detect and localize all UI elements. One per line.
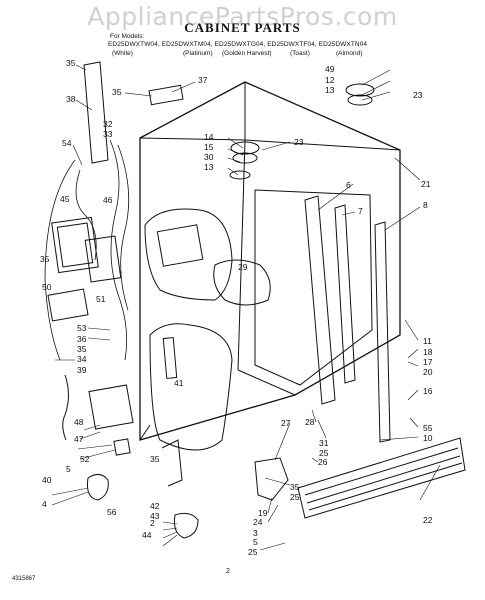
callout-label: 19 — [258, 508, 268, 518]
callout-label: 30 — [204, 152, 214, 162]
part-number: 4315867 — [12, 576, 36, 582]
callout-label: 43 — [150, 511, 160, 521]
callout-label: 55 — [423, 423, 433, 433]
callout-label: 25 — [319, 448, 329, 458]
upper-hinges — [148, 83, 375, 180]
callout-label: 52 — [80, 454, 90, 464]
for-models-label: For Models: — [110, 33, 145, 40]
callout-label: 39 — [77, 365, 87, 375]
callout-label: 2 — [150, 518, 155, 528]
callout-label: 29 — [238, 262, 248, 272]
callout-label: 35 — [66, 58, 76, 68]
callout-label: 12 — [325, 75, 335, 85]
callout-label: 25 — [290, 492, 300, 502]
callout-label: 35 — [77, 344, 87, 354]
callout-label: 22 — [423, 515, 433, 525]
callout-label: 17 — [423, 357, 433, 367]
callout-label: 13 — [325, 85, 335, 95]
callout-label: 16 — [423, 386, 433, 396]
callout-label: 35 — [150, 454, 160, 464]
watermark: AppliancePartsPros.com — [87, 2, 398, 31]
callout-label: 45 — [60, 194, 70, 204]
callout-label: 5 — [66, 464, 71, 474]
color-platinum: (Platinum) — [183, 50, 213, 57]
wiring-harness — [44, 139, 130, 361]
callout-label: 33 — [103, 129, 113, 139]
color-toast: (Toast) — [290, 50, 310, 57]
callout-label: 3 — [253, 528, 258, 538]
callout-label: 51 — [96, 294, 106, 304]
callout-label: 44 — [142, 530, 152, 540]
callout-label: 37 — [198, 75, 208, 85]
callout-label: 14 — [204, 132, 214, 142]
color-golden-harvest: (Golden Harvest) — [222, 50, 272, 57]
callout-label: 34 — [77, 354, 87, 364]
callout-label: 11 — [423, 336, 432, 346]
callout-label: 42 — [150, 501, 160, 511]
callout-label: 5 — [253, 537, 258, 547]
callout-label: 27 — [281, 418, 291, 428]
cabinet-body — [139, 81, 401, 451]
callout-label: 13 — [204, 162, 214, 172]
callout-label: 32 — [103, 119, 113, 129]
callout-label: 25 — [248, 547, 258, 557]
page-number: 2 — [226, 568, 230, 575]
callout-label: 41 — [174, 378, 184, 388]
callout-label: 7 — [358, 206, 363, 216]
callout-label: 56 — [107, 507, 117, 517]
callout-label: 47 — [74, 434, 84, 444]
callout-label: 8 — [423, 200, 428, 210]
callout-label: 49 — [325, 64, 335, 74]
callout-label: 23 — [413, 90, 423, 100]
callout-label: 50 — [42, 282, 52, 292]
color-white: (White) — [112, 50, 133, 57]
callout-label: 23 — [294, 137, 304, 147]
callout-label: 46 — [103, 195, 113, 205]
callout-label: 4 — [42, 499, 47, 509]
callout-label: 26 — [318, 457, 328, 467]
callout-label: 35 — [290, 482, 300, 492]
callout-label: 20 — [423, 367, 433, 377]
callout-label: 31 — [319, 438, 329, 448]
callout-label: 35 — [112, 87, 122, 97]
callout-label: 36 — [77, 334, 87, 344]
callout-label: 28 — [305, 417, 315, 427]
leader-lines — [51, 64, 441, 551]
callout-label: 54 — [62, 138, 72, 148]
callout-label: 6 — [346, 180, 351, 190]
page-title: CABINET PARTS — [184, 20, 301, 35]
callout-label: 38 — [66, 94, 76, 104]
model-list: ED25DWXTW04, ED25DWXTM04, ED25DWXTG04, E… — [108, 41, 368, 48]
control-box — [47, 216, 134, 441]
callout-label: 53 — [77, 323, 87, 333]
callout-label: 21 — [421, 179, 431, 189]
trim-strips — [83, 61, 391, 443]
callout-label: 18 — [423, 347, 433, 357]
callout-label: 40 — [42, 475, 52, 485]
callout-label: 35 — [40, 254, 50, 264]
callout-label: 48 — [74, 417, 84, 427]
callout-label: 15 — [204, 142, 214, 152]
callout-label: 10 — [423, 433, 433, 443]
callout-label: 24 — [253, 517, 263, 527]
color-almond: (Almond) — [336, 50, 363, 57]
callout-labels: 35 38 37 35 32 33 54 45 46 35 51 50 53 3… — [40, 58, 433, 557]
